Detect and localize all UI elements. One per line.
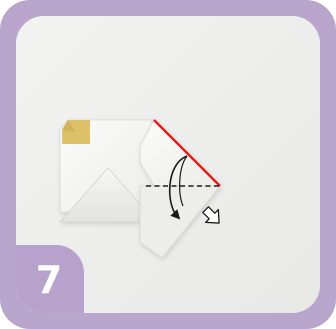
step-number: 7 [36,259,64,299]
step-number-badge: 7 [16,245,84,313]
